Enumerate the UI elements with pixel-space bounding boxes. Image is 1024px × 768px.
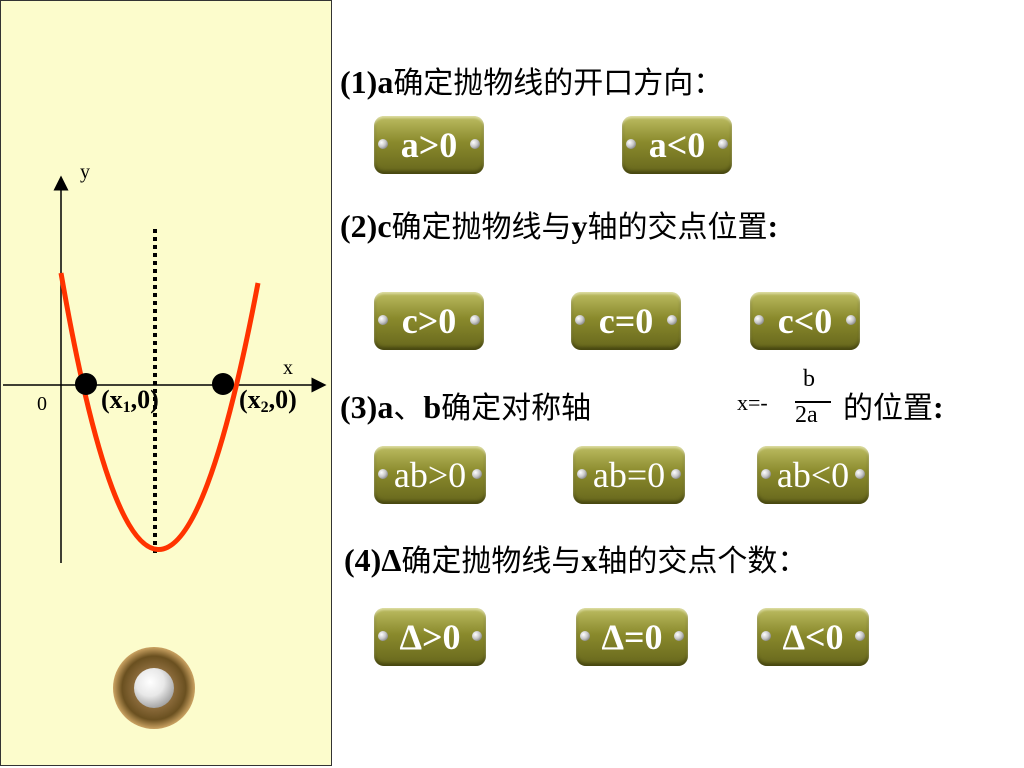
button-c-zero[interactable]: c=0 <box>571 292 681 350</box>
graph-panel: y x 0 (x1,0) (x2,0) <box>0 0 332 766</box>
button-a-negative[interactable]: a<0 <box>622 116 732 174</box>
fraction-bar <box>795 401 831 403</box>
formula-denominator: 2a <box>795 402 818 428</box>
x-axis-label: x <box>283 357 293 379</box>
button-ab-positive[interactable]: ab>0 <box>374 446 486 504</box>
section-4-heading: (4)Δ确定抛物线与x轴的交点个数： <box>344 542 808 579</box>
section-3-heading-right: 的位置: <box>843 389 944 426</box>
root-point-2 <box>212 373 234 395</box>
button-delta-positive[interactable]: Δ>0 <box>374 608 486 666</box>
section-2-heading: (2)c确定抛物线与y轴的交点位置: <box>340 208 779 245</box>
section-1-heading: (1)a确定抛物线的开口方向： <box>340 64 724 101</box>
button-delta-zero[interactable]: Δ=0 <box>576 608 688 666</box>
button-ab-negative[interactable]: ab<0 <box>757 446 869 504</box>
formula-numerator: b <box>803 366 815 392</box>
button-a-positive[interactable]: a>0 <box>374 116 484 174</box>
origin-label: 0 <box>37 393 47 415</box>
parabola-graph <box>3 175 327 563</box>
symmetry-axis-formula: x=- b 2a <box>737 366 833 436</box>
button-c-positive[interactable]: c>0 <box>374 292 484 350</box>
button-delta-negative[interactable]: Δ<0 <box>757 608 869 666</box>
navigation-ball-icon[interactable] <box>113 647 195 729</box>
parabola-curve <box>58 272 261 552</box>
y-axis-label: y <box>80 161 90 183</box>
button-c-negative[interactable]: c<0 <box>750 292 860 350</box>
section-3-heading-left: (3)a、b确定对称轴 <box>340 389 592 426</box>
root-label-2: (x2,0) <box>239 385 297 416</box>
button-ab-zero[interactable]: ab=0 <box>573 446 685 504</box>
formula-lhs: x=- <box>737 390 768 415</box>
root-point-1 <box>75 373 97 395</box>
root-label-1: (x1,0) <box>101 385 159 416</box>
